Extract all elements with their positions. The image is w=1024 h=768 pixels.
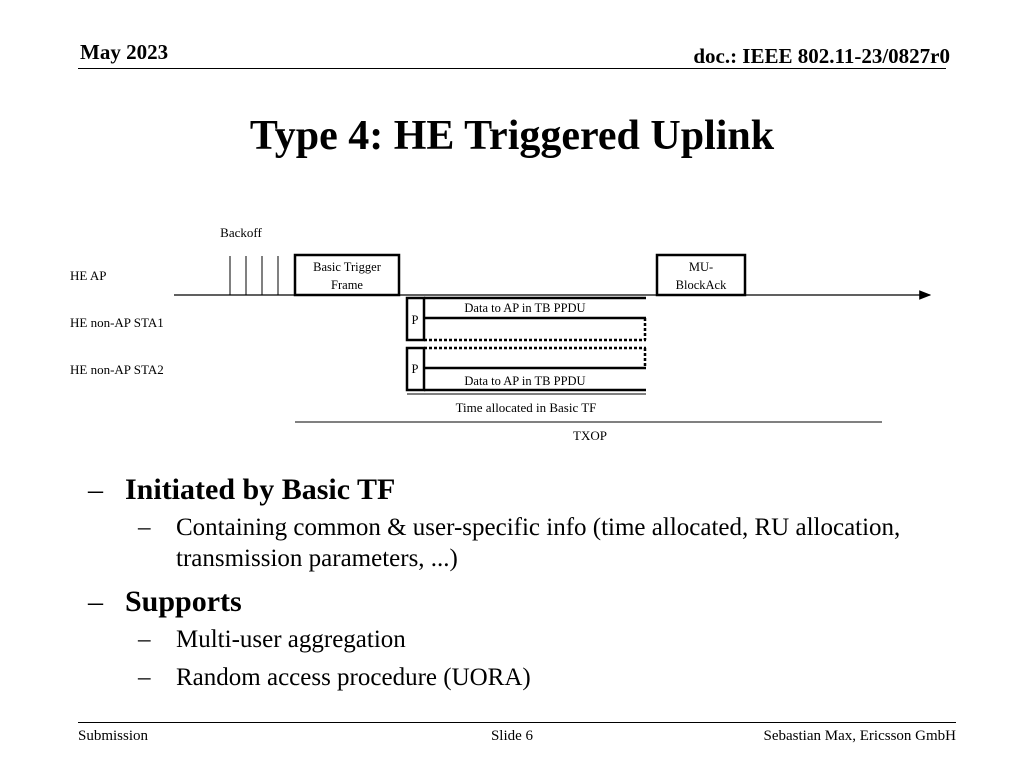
row-label-sta1: HE non-AP STA1	[70, 315, 164, 330]
sub-bullet-random-access: –Random access procedure (UORA)	[138, 664, 531, 691]
trigger-frame-label-2: Frame	[331, 278, 363, 292]
footer-divider	[78, 722, 956, 723]
sta2-preamble-label: P	[412, 362, 419, 376]
header-doc-id: doc.: IEEE 802.11-23/0827r0	[693, 44, 950, 68]
row-label-sta2: HE non-AP STA2	[70, 362, 164, 377]
mu-blockack-box	[655, 253, 747, 297]
header-date: May 2023	[80, 40, 169, 64]
blockack-label-1: MU-	[689, 260, 713, 274]
slide-title: Type 4: HE Triggered Uplink	[249, 113, 775, 159]
bullet-initiated: –Initiated by Basic TF	[88, 473, 396, 506]
backoff-slots	[229, 256, 279, 295]
row-label-he-ap: HE AP	[70, 268, 106, 283]
txop-label: TXOP	[573, 428, 607, 443]
sta2-data-label: Data to AP in TB PPDU	[464, 374, 585, 388]
footer-author: Sebastian Max, Ericsson GmbH	[763, 728, 956, 744]
backoff-label: Backoff	[220, 225, 262, 240]
blockack-label-2: BlockAck	[676, 278, 727, 292]
bullet-list: –Initiated by Basic TF –Containing commo…	[88, 470, 968, 693]
bullet-supports: –Supports	[88, 585, 242, 618]
timing-diagram: Backoff HE AP HE non-AP STA1 HE non-AP S…	[70, 225, 932, 443]
sub-bullet-multi-user: –Multi-user aggregation	[138, 626, 406, 653]
time-allocated-label: Time allocated in Basic TF	[456, 400, 597, 415]
trigger-frame-label-1: Basic Trigger	[313, 260, 382, 274]
sta1-data-label: Data to AP in TB PPDU	[464, 301, 585, 315]
sta1-preamble-label: P	[412, 313, 419, 327]
header-divider	[78, 68, 946, 69]
footer-slide-number: Slide 6	[490, 728, 534, 744]
basic-trigger-frame-box	[293, 253, 401, 297]
sub-bullet-containing: –Containing common & user-specific info …	[138, 514, 901, 572]
footer-submission: Submission	[78, 728, 149, 744]
